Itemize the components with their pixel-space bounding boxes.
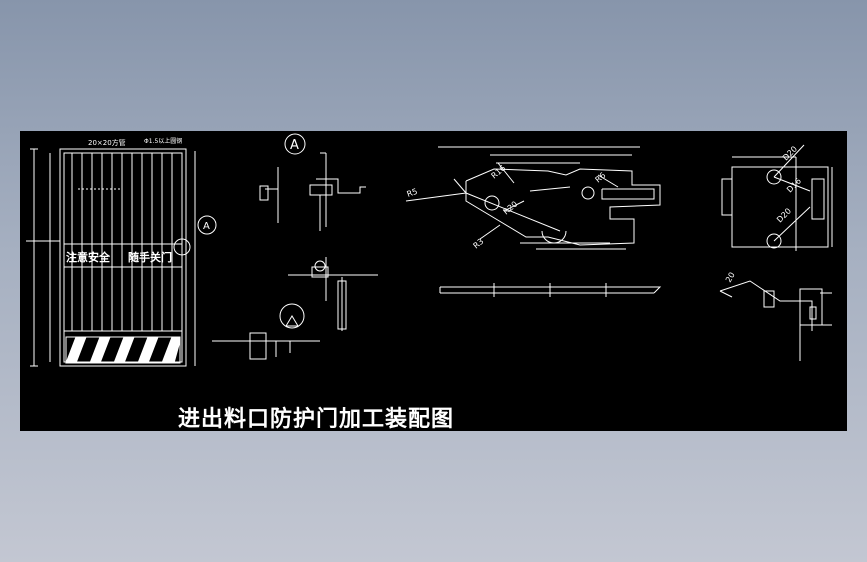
detail-marker-door: A [203,221,210,232]
radius-r16-label: R16 [490,164,508,181]
detail-a-views [212,133,378,360]
plate-part-view [405,146,662,297]
radius-r6-label: R6 [594,171,608,185]
hazard-stripe-panel [65,336,181,364]
cad-drawing: 20×20方管 Φ1.5以上圆钢 注意安全 随手关门 A A R5 R16 R2… [26,133,833,367]
pipe-spec-label: 20×20方管 [88,138,126,147]
drawing-title: 进出料口防护门加工装配图 [178,407,455,432]
dim-20-label: 20 [724,271,737,284]
mesh-spec-label: Φ1.5以上圆钢 [144,137,182,145]
right-panel-view [719,144,833,361]
radius-r3-label: R3 [472,237,486,251]
dia-d20-bottom-label: D20 [775,206,793,224]
door-elevation [26,148,196,367]
detail-marker-view: A [290,138,299,153]
warning-right-label: 随手关门 [128,250,172,264]
warning-left-label: 注意安全 [66,250,111,264]
detail-callout-circle [173,238,191,256]
dia-d16-label: D16 [785,176,803,194]
cad-drawing-canvas: 20×20方管 Φ1.5以上圆钢 注意安全 随手关门 A A R5 R16 R2… [20,131,847,432]
radius-r5-label: R5 [406,187,419,199]
